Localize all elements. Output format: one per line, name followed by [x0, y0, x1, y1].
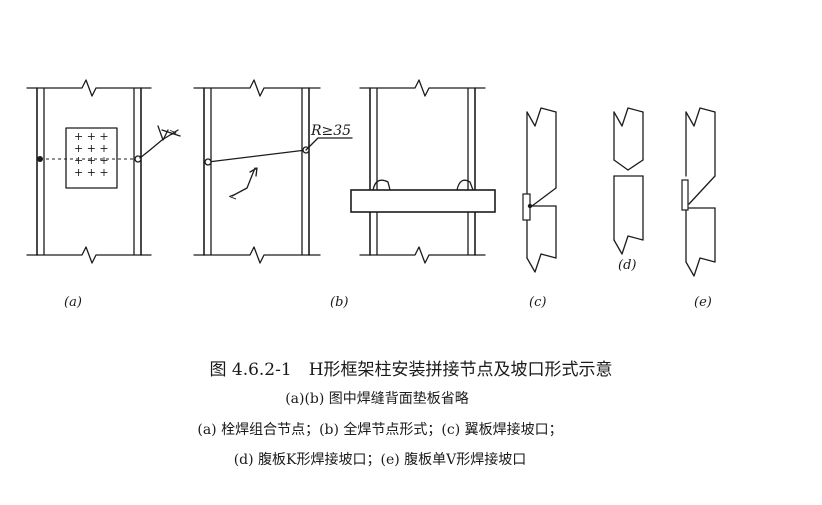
- bolt-group: + + + + + + + + + + + +: [74, 130, 109, 179]
- svg-text:<: <: [228, 190, 237, 203]
- column-with-beam-detail: [350, 79, 496, 264]
- svg-text:+ + +: + + +: [74, 142, 109, 155]
- svg-text:+ + +: + + +: [74, 130, 109, 143]
- panel-a-label: (a): [64, 295, 82, 310]
- panel-b-label: (b): [330, 295, 348, 310]
- figure-caption-note-1: (a)(b) 图中焊缝背面垫板省略: [285, 391, 469, 407]
- svg-text:>: >: [169, 128, 177, 139]
- svg-text:+ + +: + + +: [74, 154, 109, 167]
- svg-text:+ + +: + + +: [74, 166, 109, 179]
- panel-e-label: (e): [694, 295, 712, 310]
- panel-e-web-v-groove: [681, 107, 716, 277]
- figure-caption-note-2: (a) 栓焊组合节点；(b) 全焊节点形式；(c) 翼板焊接坡口；: [197, 421, 562, 438]
- panel-d-label: (d): [618, 258, 636, 273]
- figure-caption-note-3: (d) 腹板K形焊接坡口；(e) 腹板单V形焊接坡口: [234, 451, 527, 468]
- figure-caption-title: 图 4.6.2-1 H形框架柱安装拼接节点及坡口形式示意: [209, 360, 612, 380]
- panel-c-label: (c): [529, 295, 546, 310]
- scallop-radius-label: R≥35: [310, 123, 351, 139]
- panel-b-full-weld-joint: <: [193, 79, 353, 264]
- panel-a-bolt-weld-joint: + + + + + + + + + + + + >: [26, 79, 181, 264]
- panel-c-flange-groove: [522, 107, 557, 273]
- panel-d-web-k-groove: [613, 107, 644, 255]
